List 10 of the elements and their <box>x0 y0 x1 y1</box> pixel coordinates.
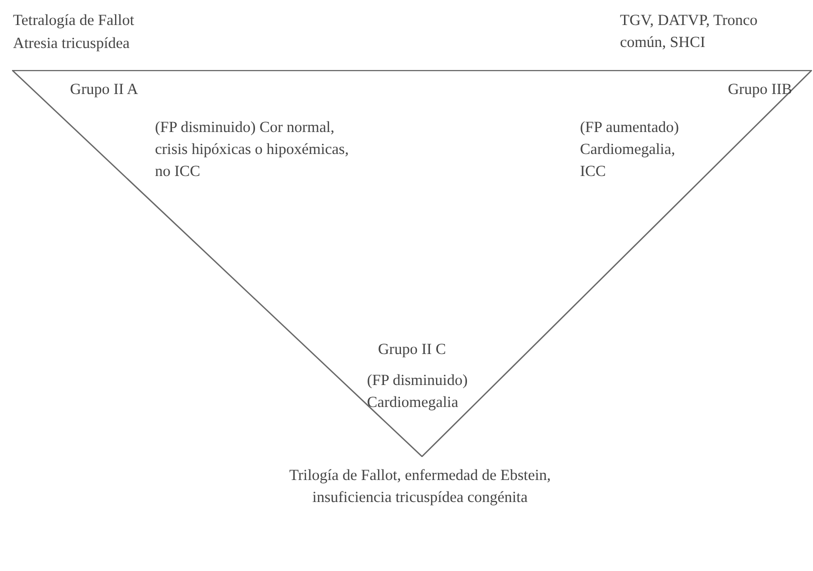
group-heading: Grupo IIB <box>726 80 792 100</box>
group-heading: Grupo II A <box>70 80 140 100</box>
category-label: Trilogía de Fallot, enfermedad de Ebstein, insuficiencia tricuspídea congénita <box>288 466 552 508</box>
category-label: Tetralogía de Fallot <box>13 11 136 31</box>
category-label: TGV, DATVP, Tronco común, SHCI <box>620 11 759 53</box>
group-heading: Grupo II C <box>376 340 448 360</box>
category-label: Atresia tricuspídea <box>13 34 131 54</box>
group-description: (FP disminuido) Cor normal, crisis hipóxicas o hipoxémicas, no ICC <box>155 118 350 182</box>
group-description: (FP disminuido) Cardiomegalia <box>367 371 469 413</box>
group-description: (FP aumentado) Cardiomegalia, ICC <box>580 118 680 182</box>
